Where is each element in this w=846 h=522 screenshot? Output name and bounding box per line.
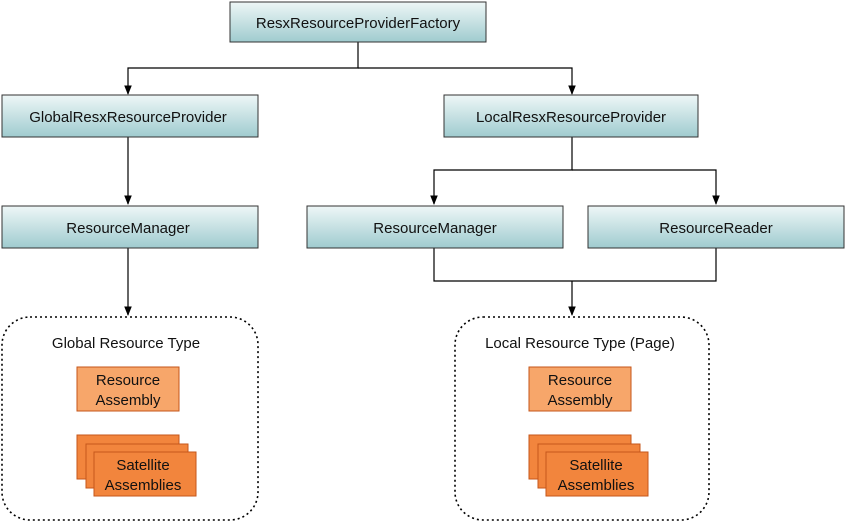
- local-satellite-line2: Assemblies: [558, 477, 635, 494]
- node-factory-label: ResxResourceProviderFactory: [256, 15, 461, 32]
- connector-local-manager-to-group: [433, 248, 717, 282]
- node-factory: ResxResourceProviderFactory: [229, 1, 487, 43]
- group-global-title: Global Resource Type: [52, 335, 200, 352]
- global-resource-assembly: Resource Assembly: [76, 366, 180, 412]
- group-local-title: Local Resource Type (Page): [485, 335, 675, 352]
- node-local-provider: LocalResxResourceProvider: [443, 94, 699, 138]
- node-global-provider: GlobalResxResourceProvider: [1, 94, 259, 138]
- node-local-manager: ResourceManager: [306, 205, 564, 249]
- local-resource-assembly: Resource Assembly: [528, 366, 632, 412]
- global-satellite-line1: Satellite: [116, 457, 169, 474]
- node-global-provider-label: GlobalResxResourceProvider: [29, 109, 227, 126]
- node-local-provider-label: LocalResxResourceProvider: [476, 109, 666, 126]
- connector-factory-to-local-provider: [358, 67, 576, 95]
- global-resource-line1: Resource: [96, 372, 160, 389]
- node-local-reader: ResourceReader: [587, 205, 845, 249]
- node-global-manager: ResourceManager: [1, 205, 259, 249]
- local-resource-line2: Assembly: [547, 392, 613, 409]
- group-global: Global Resource Type Resource Assembly S…: [1, 316, 259, 521]
- node-local-manager-label: ResourceManager: [373, 220, 496, 237]
- connector-factory-to-global-provider: [124, 42, 359, 95]
- local-satellite-assemblies: Satellite Assemblies: [528, 434, 649, 497]
- global-resource-line2: Assembly: [95, 392, 161, 409]
- local-satellite-line1: Satellite: [569, 457, 622, 474]
- global-satellite-assemblies: Satellite Assemblies: [76, 434, 197, 497]
- group-local: Local Resource Type (Page) Resource Asse…: [454, 316, 710, 521]
- connector-local-provider-to-reader: [572, 169, 720, 205]
- node-global-manager-label: ResourceManager: [66, 220, 189, 237]
- connector-local-provider-to-manager: [430, 137, 573, 205]
- node-local-reader-label: ResourceReader: [659, 220, 772, 237]
- local-resource-line1: Resource: [548, 372, 612, 389]
- connectors: [124, 42, 720, 316]
- global-satellite-line2: Assemblies: [105, 477, 182, 494]
